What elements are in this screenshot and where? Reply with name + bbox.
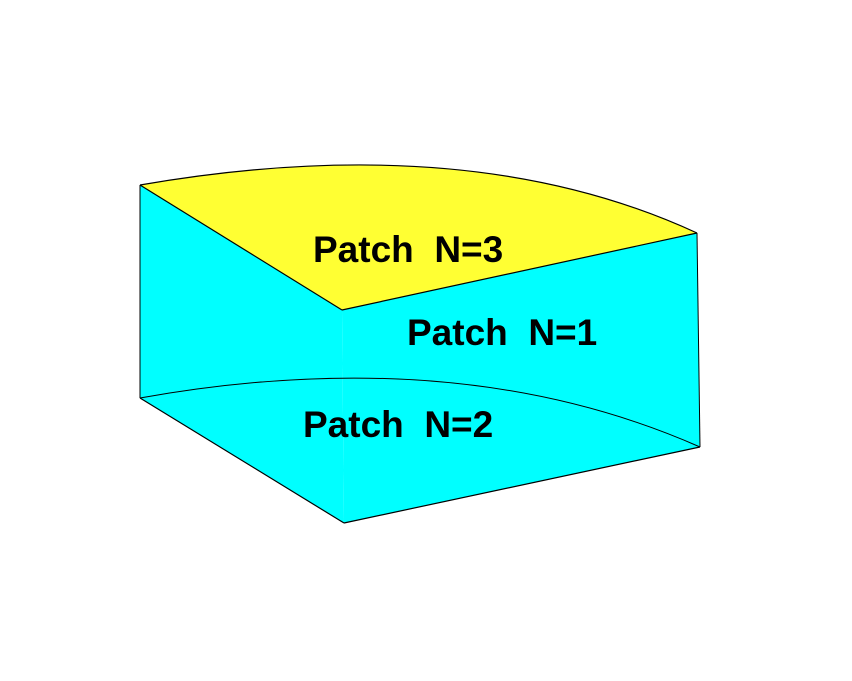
patch-1-label: Patch N=1 bbox=[407, 312, 597, 353]
patch-3-label: Patch N=3 bbox=[313, 229, 503, 270]
patch-2-label: Patch N=2 bbox=[303, 404, 493, 445]
